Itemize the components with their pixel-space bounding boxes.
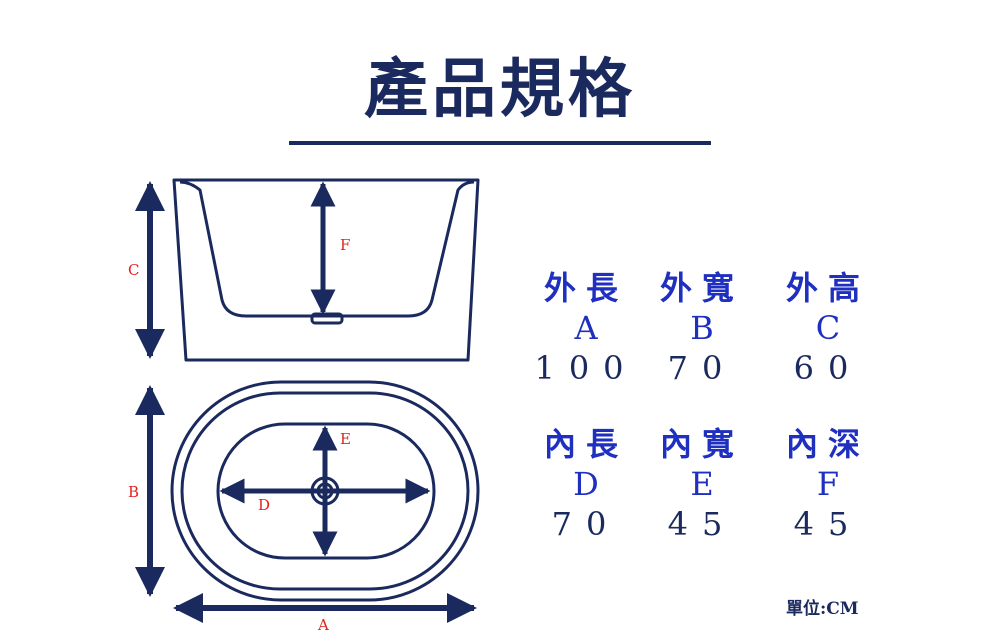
tub-inner-basin [179, 180, 475, 318]
spec-outer-width: 外寬 B 70 [632, 268, 772, 388]
spec-value: 45 [793, 505, 863, 543]
spec-inner-depth: 內深 F 45 [758, 424, 898, 544]
spec-letter: C [815, 309, 841, 347]
dimension-label-e: E [340, 430, 351, 448]
page-title: 產品規格 [364, 52, 636, 127]
tub-outer-shell [172, 178, 480, 362]
unit-note: 單位:CM [786, 599, 859, 619]
tub-basin-top [216, 422, 436, 560]
spec-letter: D [573, 465, 599, 503]
spec-value: 100 [534, 349, 638, 387]
spec-label: 外高 [785, 269, 870, 307]
spec-inner-width: 內寬 E 45 [632, 424, 772, 544]
dimension-label-b: B [128, 483, 139, 501]
dimension-label-a: A [317, 616, 329, 634]
spec-label: 外寬 [659, 269, 744, 307]
spec-label: 內寬 [659, 425, 744, 463]
spec-value: 70 [667, 349, 737, 387]
spec-letter: A [574, 309, 598, 347]
dimension-label-d: D [258, 496, 270, 514]
spec-label: 外長 [543, 269, 628, 307]
title-underline [289, 141, 711, 145]
spec-letter: F [816, 465, 840, 503]
spec-letter: B [690, 309, 714, 347]
spec-value: 45 [667, 505, 737, 543]
tub-drain-side [310, 312, 344, 325]
spec-value: 60 [793, 349, 863, 387]
spec-label: 內長 [543, 425, 628, 463]
spec-outer-length: 外長 A 100 [516, 268, 656, 388]
dimension-label-c: C [128, 261, 139, 279]
spec-letter: E [690, 465, 714, 503]
spec-value: 70 [551, 505, 621, 543]
spec-outer-height: 外高 C 60 [758, 268, 898, 388]
tub-side-view [172, 178, 480, 362]
spec-inner-length: 內長 D 70 [516, 424, 656, 544]
tub-rim-inner [180, 391, 470, 591]
spec-label: 內深 [785, 425, 870, 463]
dimension-label-f: F [340, 236, 350, 254]
